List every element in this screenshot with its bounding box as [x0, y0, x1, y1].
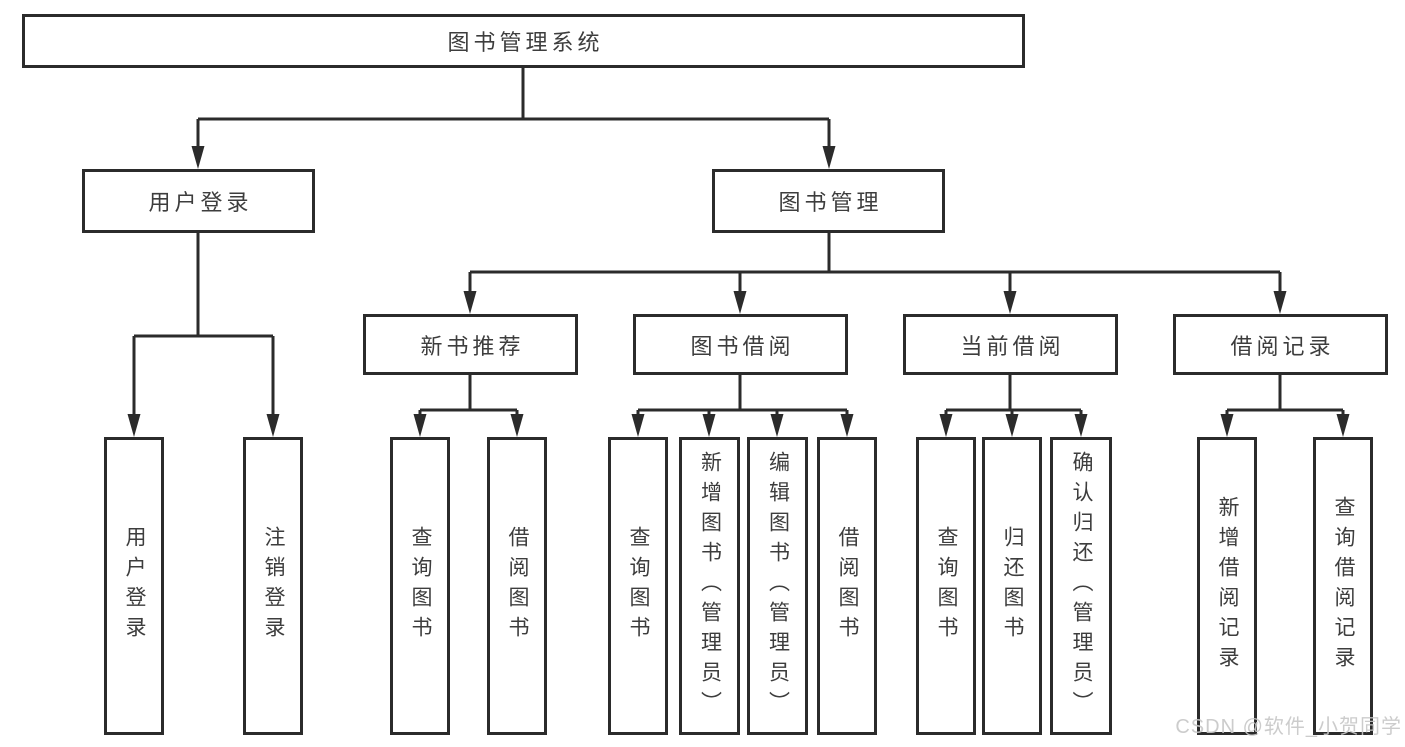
leaf-query-book-2-label: 查询图书	[627, 526, 650, 646]
leaf-return-book-label: 归还图书	[1001, 526, 1024, 646]
node-root: 图书管理系统	[22, 14, 1025, 68]
node-borrow-record: 借阅记录	[1173, 314, 1388, 375]
leaf-query-book-1-label: 查询图书	[409, 526, 432, 646]
leaf-confirm-return-admin-label: 确认归还（管理员）	[1070, 451, 1093, 721]
watermark: CSDN @软件_小贺同学	[1175, 716, 1402, 738]
leaf-query-borrow-record: 查询借阅记录	[1313, 437, 1373, 735]
leaf-logout-label: 注销登录	[262, 526, 285, 646]
node-book-borrow: 图书借阅	[633, 314, 848, 375]
leaf-query-borrow-record-label: 查询借阅记录	[1332, 496, 1355, 676]
arrowheads	[127, 146, 1350, 437]
leaf-borrow-book-1: 借阅图书	[487, 437, 547, 735]
node-new-book-recommend: 新书推荐	[363, 314, 578, 375]
leaf-query-book-1: 查询图书	[390, 437, 450, 735]
node-new-book-recommend-label: 新书推荐	[420, 333, 525, 359]
leaf-borrow-book-1-label: 借阅图书	[506, 526, 529, 646]
leaf-edit-book-admin-label: 编辑图书（管理员）	[766, 451, 790, 721]
leaf-return-book: 归还图书	[982, 437, 1042, 735]
leaf-borrow-book-2: 借阅图书	[817, 437, 877, 735]
leaf-query-book-2: 查询图书	[608, 437, 668, 735]
leaf-edit-book-admin: 编辑图书（管理员）	[747, 437, 808, 735]
leaf-user-login-label: 用户登录	[123, 526, 146, 646]
node-book-management-label: 图书管理	[778, 190, 883, 215]
leaf-add-book-admin: 新增图书（管理员）	[679, 437, 740, 735]
leaf-user-login: 用户登录	[104, 437, 164, 735]
leaf-logout: 注销登录	[243, 437, 303, 735]
leaf-confirm-return-admin: 确认归还（管理员）	[1050, 437, 1112, 735]
leaf-add-borrow-record: 新增借阅记录	[1197, 437, 1257, 735]
node-current-borrow-label: 当前借阅	[960, 333, 1065, 359]
leaf-query-book-3-label: 查询图书	[935, 526, 958, 646]
leaf-add-borrow-record-label: 新增借阅记录	[1216, 496, 1239, 676]
node-book-borrow-label: 图书借阅	[690, 333, 795, 359]
leaf-add-book-admin-label: 新增图书（管理员）	[698, 451, 722, 721]
node-root-label: 图书管理系统	[447, 30, 604, 55]
node-current-borrow: 当前借阅	[903, 314, 1118, 375]
node-user-login-label: 用户登录	[148, 190, 253, 215]
leaf-query-book-3: 查询图书	[916, 437, 976, 735]
node-borrow-record-label: 借阅记录	[1230, 333, 1335, 359]
node-user-login: 用户登录	[82, 169, 315, 233]
leaf-borrow-book-2-label: 借阅图书	[836, 526, 859, 646]
node-book-management: 图书管理	[712, 169, 945, 233]
